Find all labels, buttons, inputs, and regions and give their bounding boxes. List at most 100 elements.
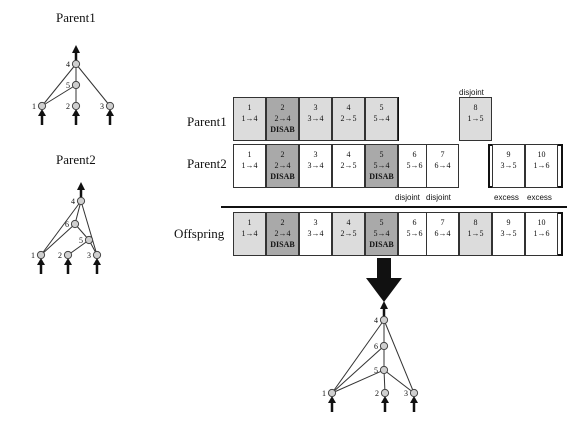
parent2-edge-3-4 <box>80 200 98 256</box>
disjoint-label-b: disjoint <box>426 193 451 202</box>
excess-label-b: excess <box>527 193 552 202</box>
gene-innovation-number: 3 <box>313 150 318 159</box>
offspring-node-label-2: 2 <box>375 389 379 398</box>
parent2-input-arrow-icon <box>93 258 101 274</box>
parent2-node-label-4: 4 <box>71 197 75 206</box>
offspring-node-1 <box>327 388 337 398</box>
gene-innovation-number: 2 <box>280 218 285 227</box>
parent1-node-label-2: 2 <box>66 102 70 111</box>
gene-connection: 5→4 <box>373 161 390 170</box>
parent2-edge-2-5 <box>67 239 90 256</box>
offspring-node-label-3: 3 <box>404 389 408 398</box>
disjoint-label-a: disjoint <box>395 193 420 202</box>
offspring-input-arrow-icon <box>410 396 418 412</box>
offspring-edge-1-5 <box>331 369 385 394</box>
parent2-node-2 <box>63 250 73 260</box>
gene-connection: 3→5 <box>500 229 517 238</box>
parent1-input-arrow-icon <box>38 109 46 125</box>
offspring-edge-1-6 <box>331 345 385 394</box>
gene-innovation-number: 1 <box>247 218 252 227</box>
gene-innovation-number: 7 <box>440 150 445 159</box>
gene-connection: 1→5 <box>467 229 484 238</box>
offspring-output-arrow-icon <box>380 301 388 316</box>
gene-connection: 5→4 <box>373 114 390 123</box>
gene-connection: 1→5 <box>467 114 484 123</box>
gene-connection: 2→5 <box>340 161 357 170</box>
gene-innovation-number: 3 <box>313 218 318 227</box>
disjoint-label-top: disjoint <box>459 88 484 97</box>
parent2-node-label-1: 1 <box>31 251 35 260</box>
crossover-arrow-icon <box>366 258 402 302</box>
gene-connection: 1→6 <box>533 229 550 238</box>
parent2-output-arrow-icon <box>77 182 85 197</box>
gene-innovation-number: 4 <box>346 218 351 227</box>
offspring-node-2 <box>380 388 390 398</box>
gene-innovation-number: 10 <box>537 218 546 227</box>
parent2-edge-1-4 <box>40 200 82 256</box>
parent1-input-arrow-icon <box>72 109 80 125</box>
offspring-genome-label: Offspring <box>174 226 225 241</box>
parent2-node-5 <box>84 235 94 245</box>
gene-disabled-flag: DISAB <box>270 240 295 249</box>
gene-innovation-number: 2 <box>280 103 285 112</box>
parent1-edge-1-5 <box>41 84 77 107</box>
gene-connection: 2→5 <box>340 114 357 123</box>
gene-connection: 5→6 <box>406 229 423 238</box>
gene-innovation-number: 8 <box>473 218 478 227</box>
parent1-node-label-4: 4 <box>66 60 70 69</box>
parent1-node-label-5: 5 <box>66 81 70 90</box>
gene-innovation-number: 10 <box>537 150 546 159</box>
parent2-node-label-2: 2 <box>58 251 62 260</box>
gene-innovation-number: 5 <box>379 150 384 159</box>
excess-label-a: excess <box>494 193 519 202</box>
gene-innovation-number: 1 <box>247 103 252 112</box>
gene-innovation-number: 3 <box>313 103 318 112</box>
gene-connection: 1→4 <box>241 161 258 170</box>
gene-innovation-number: 5 <box>379 218 384 227</box>
offspring-edge-3-4 <box>383 319 415 394</box>
gene-innovation-number: 4 <box>346 150 351 159</box>
offspring-node-4 <box>379 315 389 325</box>
gene-innovation-number: 4 <box>346 103 351 112</box>
gene-innovation-number: 9 <box>506 150 511 159</box>
parent1-node-1 <box>37 101 47 111</box>
offspring-node-5 <box>379 365 389 375</box>
parent2-network-title: Parent2 <box>56 152 96 167</box>
parent1-node-4 <box>71 59 81 69</box>
offspring-edge-1-4 <box>331 319 385 394</box>
parent1-node-label-3: 3 <box>100 102 104 111</box>
offspring-node-label-5: 5 <box>374 366 378 375</box>
gene-connection: 2→5 <box>340 229 357 238</box>
gene-innovation-number: 9 <box>506 218 511 227</box>
gene-connection: 2→4 <box>274 161 291 170</box>
offspring-edge-3-5 <box>383 369 415 394</box>
gene-connection: 5→4 <box>373 229 390 238</box>
separator-line <box>221 206 567 208</box>
offspring-input-arrow-icon <box>328 396 336 412</box>
parent2-node-6 <box>70 219 80 229</box>
offspring-input-arrow-icon <box>381 396 389 412</box>
parent1-node-5 <box>71 80 81 90</box>
gene-innovation-number: 2 <box>280 150 285 159</box>
gene-connection: 6→4 <box>434 161 451 170</box>
offspring-node-6 <box>379 341 389 351</box>
gene-connection: 5→6 <box>406 161 423 170</box>
